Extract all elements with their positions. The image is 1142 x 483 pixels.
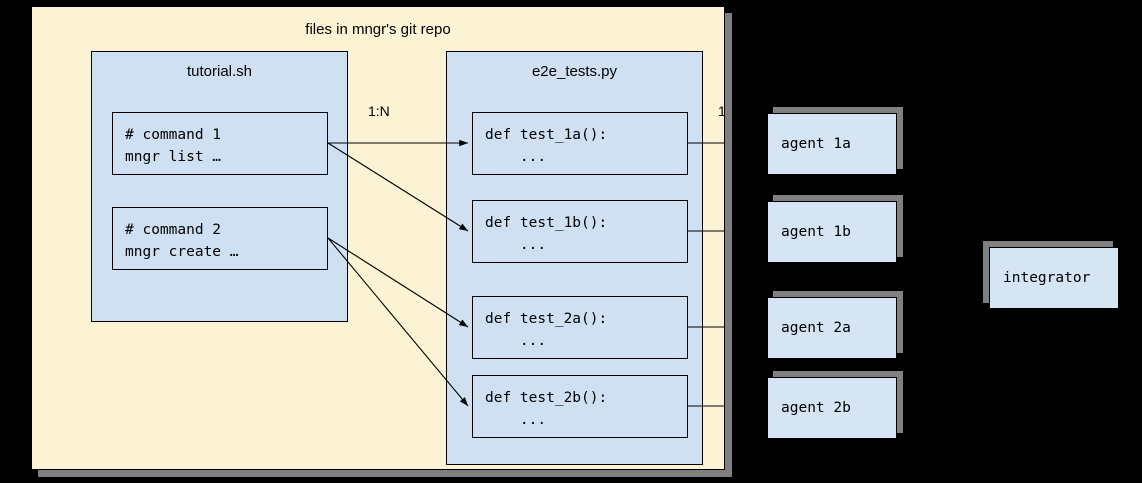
code-block-command-1[interactable]: # command 1 mngr list … [112,112,328,175]
file-box-tutorial-sh[interactable]: tutorial.sh [91,51,348,322]
cardinality-label-command-to-test: 1:N [368,103,390,119]
node-agent-2b[interactable]: agent 2b [767,371,903,439]
node-agent-1b[interactable]: agent 1b [767,195,903,263]
cardinality-label-test-to-agent: 1:1 [718,103,725,119]
code-block-test-2b[interactable]: def test_2b(): ... [472,375,688,438]
node-agent-2a[interactable]: agent 2a [767,291,903,359]
file-title-tutorial-sh: tutorial.sh [186,63,253,80]
repo-title: files in mngr's git repo [305,21,451,38]
node-agent-1a-label: agent 1a [767,113,897,175]
code-block-command-2[interactable]: # command 2 mngr create … [112,207,328,270]
node-integrator-label: integrator [989,247,1119,309]
code-block-test-1b[interactable]: def test_1b(): ... [472,200,688,263]
node-integrator[interactable]: integrator [983,241,1119,309]
node-agent-1a[interactable]: agent 1a [767,107,903,175]
node-agent-1b-label: agent 1b [767,201,897,263]
code-block-test-2a[interactable]: def test_2a(): ... [472,296,688,359]
node-agent-2a-label: agent 2a [767,297,897,359]
file-title-e2e-tests-py: e2e_tests.py [531,63,618,80]
code-block-test-1a[interactable]: def test_1a(): ... [472,112,688,175]
node-agent-2b-label: agent 2b [767,377,897,439]
